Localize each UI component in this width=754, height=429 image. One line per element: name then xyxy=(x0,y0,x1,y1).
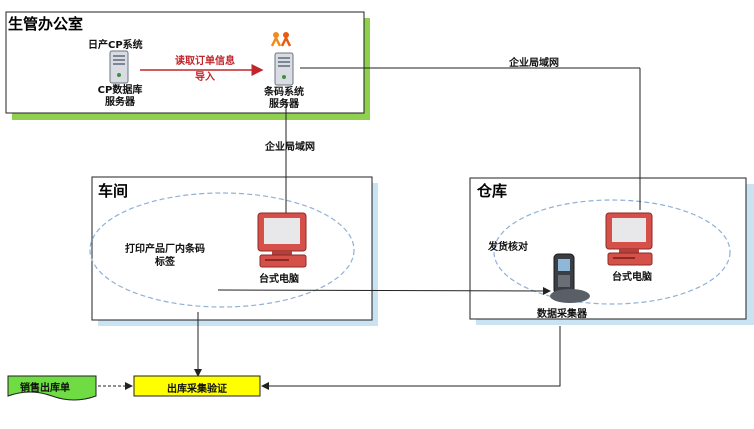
warehouse-desktop-icon xyxy=(605,212,653,266)
transfer-label: 读取订单信息 导入 xyxy=(175,56,235,83)
lan-label-mid: 企业局域网 xyxy=(265,142,315,153)
db-server-label: CP数据库 服务器 xyxy=(97,85,143,108)
collector-label: 数据采集器 xyxy=(537,309,587,320)
sales-doc-shape xyxy=(7,375,97,401)
barcode-server-label: 条码系统 服务器 xyxy=(264,87,304,110)
sales-doc-label: 销售出库单 xyxy=(20,383,70,394)
ship-check-label: 发货核对 xyxy=(488,242,528,253)
office-title: 生管办公室 xyxy=(8,15,84,33)
warehouse-title: 仓库 xyxy=(477,182,508,200)
lan-label-top: 企业局域网 xyxy=(509,58,559,69)
verify-label: 出库采集验证 xyxy=(167,384,227,395)
label-to-collector-arrow xyxy=(217,286,551,295)
warehouse-to-verify-arrow xyxy=(261,326,561,390)
office-box xyxy=(5,11,370,120)
barcode-server-icon xyxy=(274,52,294,86)
verify-box xyxy=(133,375,261,397)
workshop-title: 车间 xyxy=(98,182,129,200)
print-label: 打印产品厂内条码 标签 xyxy=(125,244,205,268)
workshop-pc-label: 台式电脑 xyxy=(259,274,299,285)
workshop-box xyxy=(89,176,378,326)
handheld-collector-icon xyxy=(550,253,590,303)
workshop-desktop-icon xyxy=(257,212,307,268)
erp-system-label: 日产CP系统 xyxy=(88,40,143,51)
users-icon xyxy=(270,32,292,47)
warehouse-pc-label: 台式电脑 xyxy=(612,272,652,283)
network-lines xyxy=(285,67,641,225)
db-server-icon xyxy=(109,50,129,84)
